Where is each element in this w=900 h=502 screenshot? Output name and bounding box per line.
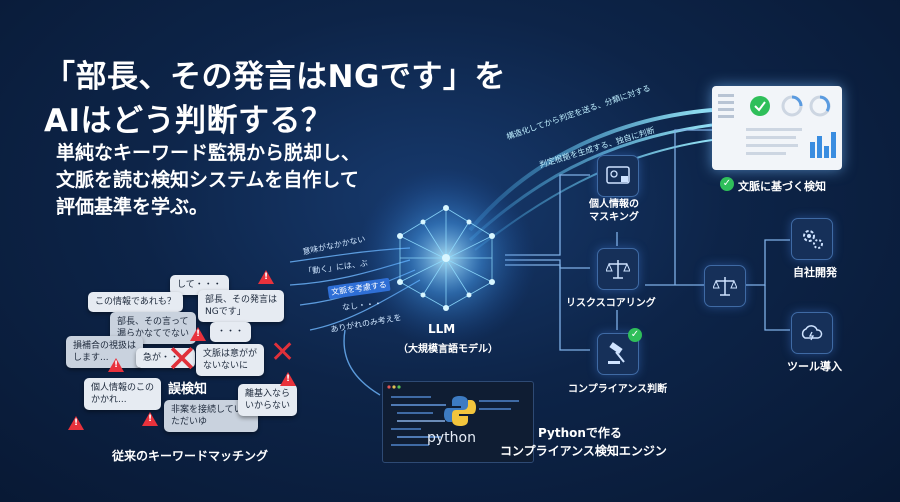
evaluation-node (704, 265, 746, 307)
dashboard-graphic (718, 94, 836, 158)
subtitle-line-2: 文脈を読む検知システムを自作して (56, 169, 359, 191)
chat-bubble: ・・・ (210, 322, 252, 342)
gavel-icon (608, 342, 625, 364)
x-mark-icon: ✕ (166, 337, 198, 381)
tool-step (791, 312, 833, 354)
python-logo-text: python (427, 430, 476, 446)
code-editor: python (382, 381, 534, 463)
title-line-1: 「部長、その発言はNGです」を (44, 59, 506, 95)
check-icon: ✓ (720, 177, 734, 191)
chat-bubble: 損補合の視扱はします... (66, 336, 144, 368)
in-house-step (791, 218, 833, 260)
subtitle-line-1: 単純なキーワード監視から脱却し、 (56, 142, 361, 164)
tool-label: ツール導入 (787, 360, 842, 373)
code-lines (387, 385, 519, 446)
check-icon: ✓ (628, 328, 642, 342)
judgment-label: コンプライアンス判断 (568, 384, 668, 395)
keyword-matching-caption: 従来のキーワードマッチング (112, 449, 269, 463)
python-logo-icon (444, 396, 476, 426)
scoring-step (597, 248, 639, 290)
scale-icon (606, 260, 630, 279)
masking-step (597, 155, 639, 197)
scoring-label: リスクスコアリング (566, 298, 656, 309)
page-title: 「部長、その発言はNGです」を AIはどう判断する？ (44, 55, 506, 143)
cloud-icon (801, 325, 823, 341)
dashboard-card (712, 86, 842, 170)
warning-icon: ! (68, 416, 84, 430)
warning-icon: ! (142, 412, 158, 426)
warning-icon: ! (280, 372, 296, 386)
x-mark-icon: ✕ (270, 335, 296, 370)
python-caption-line-1: Pythonで作る (538, 426, 622, 440)
chat-bubble: 個人情報のこのかかれ... (84, 378, 162, 410)
warning-icon: ! (108, 358, 124, 372)
in-house-label: 自社開発 (793, 266, 837, 279)
chat-bubble: 離基入ならいからない (238, 384, 298, 416)
gears-icon (803, 230, 823, 249)
masking-label: 個人情報の マスキング (589, 199, 639, 223)
page-subtitle: 単純なキーワード監視から脱却し、 文脈を読む検知システムを自作して 評価基準を学… (56, 140, 360, 221)
llm-sublabel: （大規模言語モデル） (398, 344, 498, 355)
misdetect-label: 誤検知 (168, 382, 208, 397)
id-card-lock-icon (606, 166, 630, 184)
python-caption-line-2: コンプライアンス検知エンジン (500, 444, 667, 458)
scale-icon (713, 277, 737, 296)
subtitle-line-3: 評価基準を学ぶ。 (56, 196, 209, 218)
warning-icon: ! (190, 327, 206, 341)
llm-label: LLM (428, 322, 456, 336)
chat-bubble: 文脈は意ががないないに (196, 344, 265, 376)
warning-icon: ! (258, 270, 274, 284)
chat-bubble: 急が・・・ (136, 348, 196, 368)
context-detection-caption: 文脈に基づく検知 (738, 180, 826, 193)
title-line-2: AIはどう判断する？ (44, 103, 333, 139)
chat-bubble: この情報であれも？ (88, 292, 183, 312)
